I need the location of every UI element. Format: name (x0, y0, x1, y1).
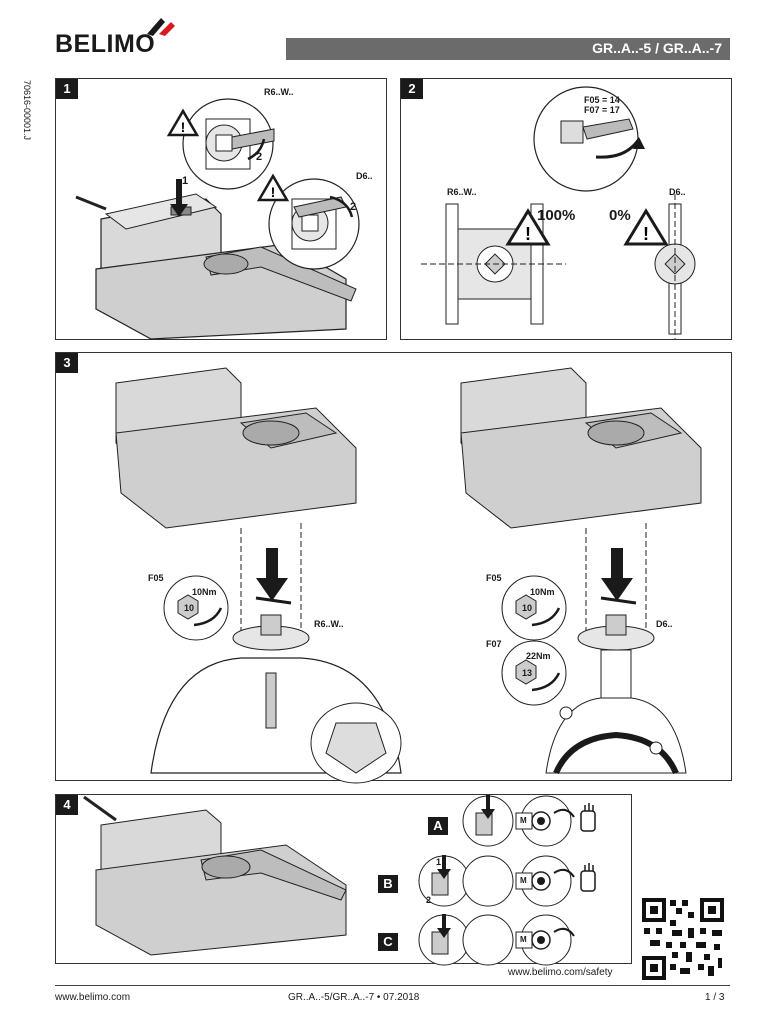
panel-3-mounting: 3 (55, 352, 732, 784)
document-id: 70616-00001.J (22, 80, 32, 141)
svg-text:!: ! (525, 224, 531, 244)
hand-icon (580, 863, 596, 892)
panel-1-manual-override: 1 ! ! R6..W.. D6.. 1 2 2 (55, 78, 387, 340)
step-2a: 2 (256, 151, 263, 163)
footer-doc-info: GR..A..-5/GR..A..-7 • 07.2018 (288, 992, 420, 1003)
left-torque: 10Nm (192, 587, 217, 597)
right-torque-f05: 10Nm (530, 587, 555, 597)
warning-icon (623, 208, 669, 246)
safety-url[interactable]: www.belimo.com/safety (508, 967, 613, 978)
belimo-logo: BELIMO (55, 18, 175, 59)
right-torque-f07: 22Nm (526, 651, 551, 661)
panel-2-illustration: ! ! (421, 86, 696, 339)
label-r6w: R6..W.. (264, 87, 294, 97)
svg-text:!: ! (643, 224, 649, 244)
label-r6w: R6..W.. (447, 187, 477, 197)
panel-3-number: 3 (56, 353, 78, 373)
svg-text:!: ! (181, 119, 186, 135)
warning-icon (505, 208, 551, 246)
panel-4-number: 4 (56, 795, 78, 815)
panel-1-illustration: ! ! (75, 98, 360, 340)
motor-label-b: M (520, 876, 527, 885)
panel-3-illustration (115, 367, 702, 784)
logo-mark-icon (147, 18, 175, 36)
right-label-f07: F07 (486, 639, 502, 649)
label-f05: F05 = 14 (584, 95, 620, 105)
left-valve-label: R6..W.. (314, 619, 344, 629)
brand-name: BELIMO (55, 30, 156, 58)
label-d6: D6.. (669, 187, 686, 197)
footer-page-number: 1 / 3 (705, 992, 725, 1003)
header-bar: GR..A..-5 / GR..A..-7 (286, 38, 730, 60)
document-title: GR..A..-5 / GR..A..-7 (592, 40, 722, 56)
right-label-f05: F05 (486, 573, 502, 583)
panel-2-valve-position: 2 ! ! F05 = 14 F07 = 17 R6..W.. D6.. 100… (400, 78, 732, 340)
label-d6: D6.. (356, 171, 373, 181)
hand-icon (580, 803, 596, 832)
mode-a-badge: A (428, 817, 448, 835)
motor-label-a: M (520, 816, 527, 825)
step-2b: 2 (350, 201, 357, 213)
label-closed-0: 0% (609, 207, 631, 224)
right-bolt-f07: 13 (522, 668, 533, 678)
mode-b-step-1: 1 (436, 857, 442, 867)
warning-icon (256, 173, 290, 202)
mode-b-badge: B (378, 875, 398, 893)
qr-code[interactable] (642, 898, 724, 980)
footer-divider (55, 985, 730, 986)
panel-4-illustration (83, 795, 596, 966)
mode-c-badge: C (378, 933, 398, 951)
warning-icon (166, 108, 200, 137)
step-1: 1 (182, 175, 189, 187)
svg-text:!: ! (271, 184, 276, 200)
right-bolt-f05: 10 (522, 603, 533, 613)
right-valve-label: D6.. (656, 619, 673, 629)
panel-1-number: 1 (56, 79, 78, 99)
label-f07: F07 = 17 (584, 105, 620, 115)
panel-4-operating-modes: 4 (55, 794, 632, 966)
left-bolt-size: 10 (184, 603, 195, 613)
label-open-100: 100% (537, 207, 576, 224)
mode-b-step-2: 2 (426, 895, 432, 905)
left-label-f05: F05 (148, 573, 164, 583)
footer-website[interactable]: www.belimo.com (55, 992, 131, 1003)
panel-2-number: 2 (401, 79, 423, 99)
motor-label-c: M (520, 935, 527, 944)
